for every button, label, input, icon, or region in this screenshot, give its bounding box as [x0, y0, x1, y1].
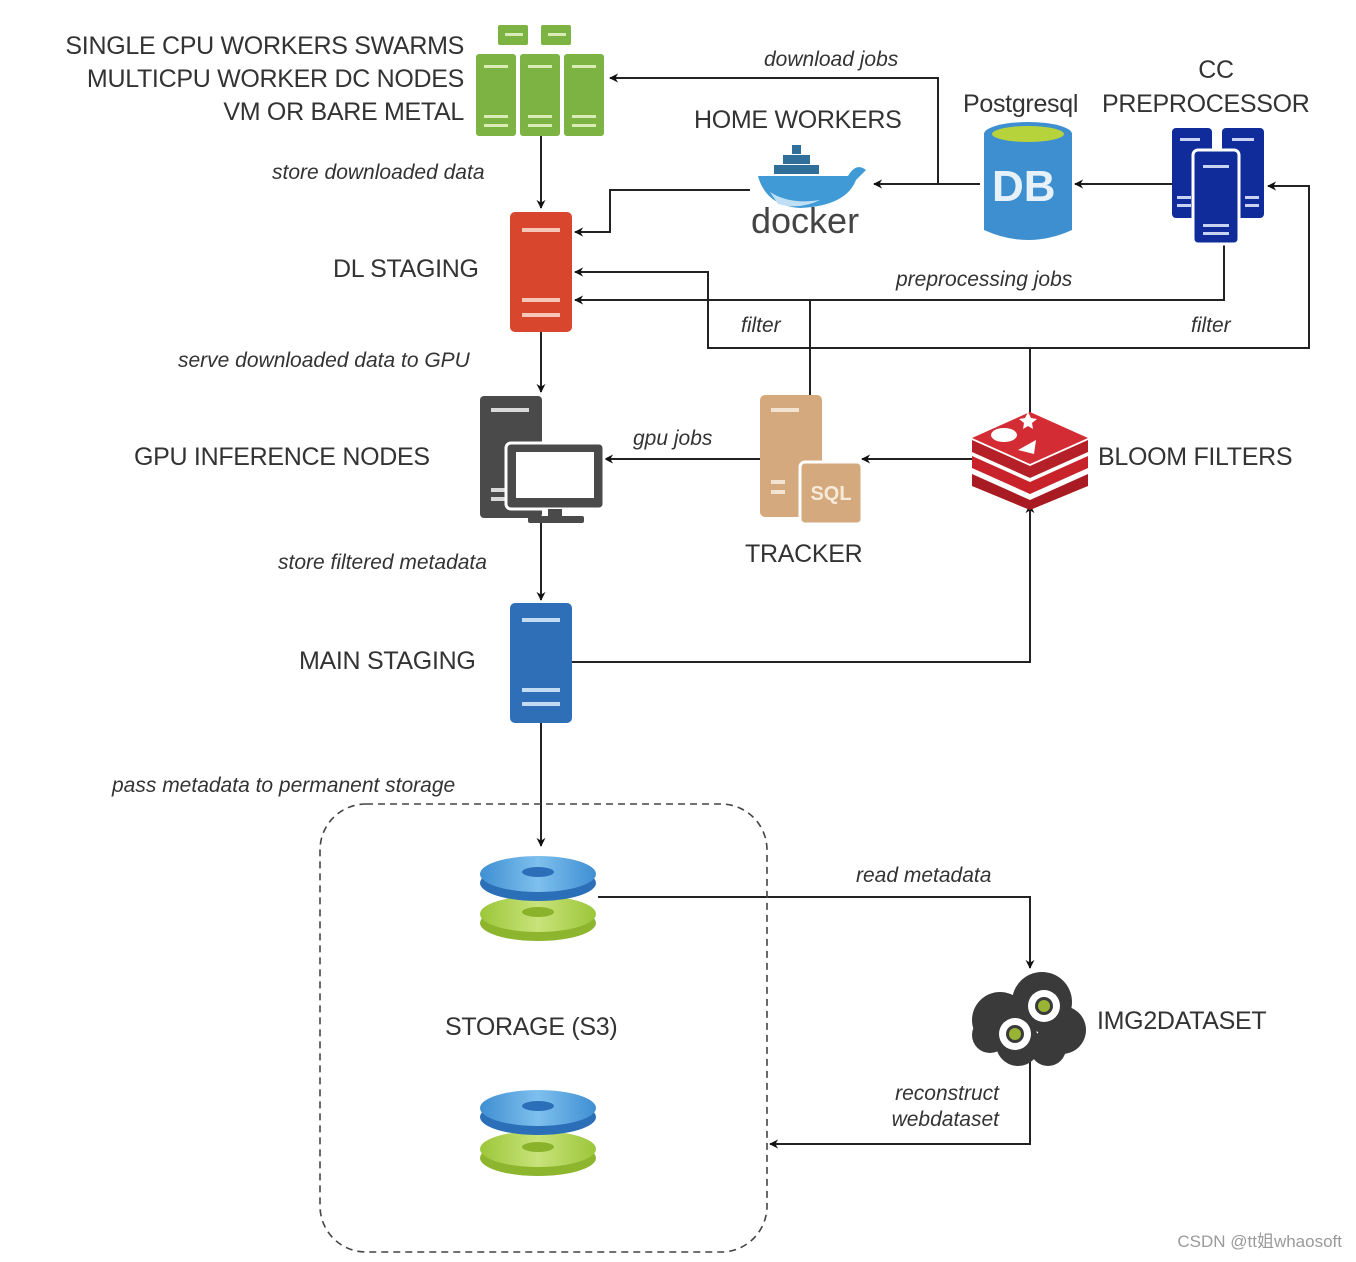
reconstruct-line-1: reconstruct [895, 1082, 999, 1105]
dl-staging-server-icon [510, 212, 572, 332]
cpu-workers-label: SINGLE CPU WORKERS SWARMS MULTICPU WORKE… [65, 30, 464, 129]
img2dataset-label: IMG2DATASET [1097, 1007, 1267, 1035]
storage-disk-icon-bottom [480, 1090, 596, 1176]
edge-label-read-metadata: read metadata [856, 864, 992, 887]
home-workers-label: HOME WORKERS [694, 106, 902, 134]
edge-read-metadata [598, 896, 1035, 969]
storage-disk-icon-top [480, 856, 596, 941]
edge-download-jobs [609, 73, 939, 184]
server-stack-icon [1172, 128, 1264, 246]
docker-icon [758, 145, 866, 208]
edge-label-gpu-jobs: gpu jobs [633, 427, 713, 450]
cpu-workers-line-3: VM OR BARE METAL [223, 98, 464, 126]
edge-label-serve-to-gpu: serve downloaded data to GPU [178, 349, 470, 372]
edge-preprocessing-jobs [574, 240, 1225, 305]
edge-label-pass-to-storage: pass metadata to permanent storage [112, 774, 456, 797]
main-staging-server-icon [510, 603, 572, 723]
tracker-label: TRACKER [745, 540, 863, 568]
cc-preprocessor-label: CC [1100, 54, 1332, 87]
database-icon [984, 122, 1072, 240]
storage-s3-label: STORAGE (S3) [445, 1013, 618, 1041]
edge-label-store-filtered-metadata: store filtered metadata [278, 551, 487, 574]
cloud-gears-icon [972, 972, 1086, 1066]
edge-label-preprocessing-jobs: preprocessing jobs [896, 268, 1073, 291]
edge-label-store-downloaded-data: store downloaded data [272, 161, 485, 184]
edge-docker-to-dl [574, 189, 750, 237]
edge-label-filter-right: filter [1191, 314, 1231, 337]
sql-server-icon: SQL [760, 395, 864, 526]
edge-label-filter-left: filter [741, 314, 781, 337]
postgresql-label: Postgresql [963, 90, 1079, 118]
gear-icon [999, 1018, 1031, 1050]
dl-staging-label: DL STAGING [333, 255, 479, 283]
preprocessor-line: PREPROCESSOR [1102, 90, 1310, 118]
desktop-computer-icon [480, 396, 606, 523]
main-staging-label: MAIN STAGING [299, 647, 476, 675]
cc-line-1: CC [1198, 56, 1234, 84]
edge-filter-to-cc [1030, 181, 1310, 349]
bloom-filters-label: BLOOM FILTERS [1098, 443, 1293, 471]
db-icon-text: DB [992, 162, 1056, 211]
redis-icon [972, 412, 1088, 510]
edge-main-to-bloom [572, 504, 1035, 663]
reconstruct-line-2: webdataset [891, 1108, 999, 1131]
svg-text:SQL: SQL [810, 483, 851, 505]
edge-label-reconstruct-webdataset: reconstruct webdataset [892, 1081, 999, 1133]
server-cluster-icon [476, 25, 604, 136]
watermark: CSDN @tt姐whaosoft [1177, 1232, 1342, 1251]
storage-group-container [319, 803, 768, 1253]
edge-reconstruct [769, 1062, 1031, 1149]
gpu-inference-nodes-label: GPU INFERENCE NODES [134, 443, 430, 471]
cpu-workers-line-2: MULTICPU WORKER DC NODES [86, 65, 464, 93]
cpu-workers-line-1: SINGLE CPU WORKERS SWARMS [65, 32, 464, 60]
gear-icon [1028, 990, 1060, 1022]
edge-label-download-jobs: download jobs [764, 48, 899, 71]
edge-filter-to-dl [574, 267, 1030, 349]
docker-wordmark: docker [751, 200, 860, 241]
connectors [536, 73, 1310, 1149]
